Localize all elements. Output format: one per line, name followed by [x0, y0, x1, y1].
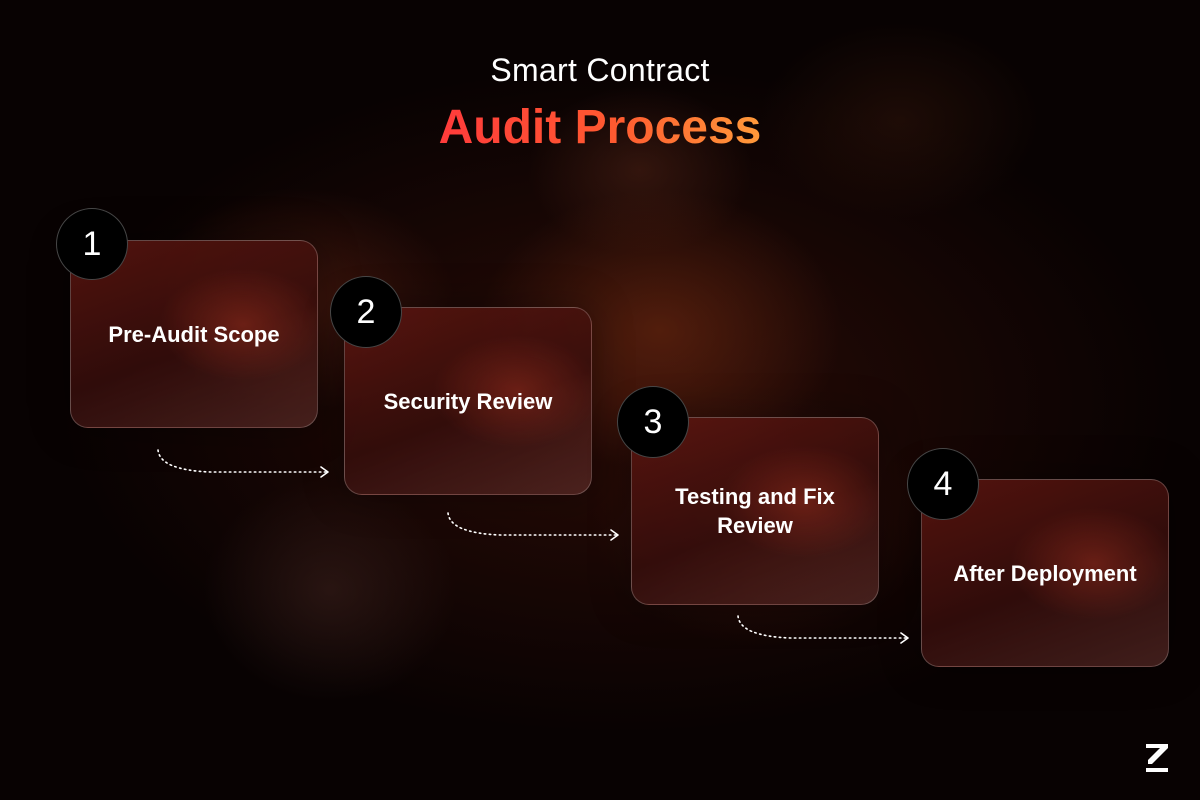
brand-logo-z-icon — [1146, 744, 1168, 772]
flow-arrow-2-to-3-icon — [447, 512, 619, 541]
step-label-4: After Deployment — [953, 560, 1137, 586]
title-line-1: Smart Contract — [490, 52, 710, 88]
step-number-badge-1: 1 — [56, 208, 128, 280]
step-label-2: Security Review — [383, 388, 553, 414]
step-card-2: Security Review — [344, 307, 592, 495]
title-line-2: Audit Process — [438, 101, 762, 154]
flow-arrow-1-to-2-icon — [157, 449, 329, 478]
title-block: Smart Contract Audit Process — [0, 50, 1200, 156]
step-label-1: Pre-Audit Scope — [108, 321, 280, 347]
step-number-badge-3: 3 — [617, 386, 689, 458]
step-number-badge-2: 2 — [330, 276, 402, 348]
step-number-badge-4: 4 — [907, 448, 979, 520]
step-label-3: Testing and Fix Review — [675, 484, 835, 538]
flow-arrow-3-to-4-icon — [737, 615, 909, 644]
